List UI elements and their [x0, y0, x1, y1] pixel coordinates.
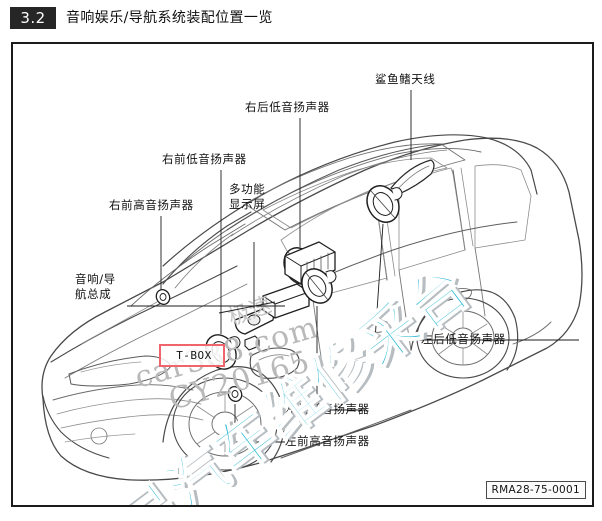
callout-front-right-tweeter: 右前高音扬声器 — [109, 198, 194, 212]
callout-multifunction-display: 多功能 显示屏 — [229, 182, 265, 212]
callout-multifunction-display-line2: 显示屏 — [229, 197, 266, 211]
callout-audio-nav-line1: 音响/导 — [75, 272, 116, 286]
section-number-badge: 3.2 — [10, 7, 56, 29]
callout-t-box-label: T-BOX — [176, 349, 212, 362]
callout-front-right-woofer: 右前低音扬声器 — [162, 152, 247, 166]
figure-code: RMA28-75-0001 — [485, 481, 586, 499]
callout-multifunction-display-line1: 多功能 — [229, 182, 266, 196]
callout-audio-nav-line2: 航总成 — [75, 287, 112, 301]
callout-shark-fin-antenna: 鲨鱼鳍天线 — [375, 72, 436, 86]
page-header: 3.2 音响娱乐/导航系统装配位置一览 — [0, 0, 602, 40]
callout-rear-right-woofer: 右后低音扬声器 — [245, 100, 330, 114]
callout-t-box-highlight: T-BOX — [159, 344, 225, 367]
page-title: 音响娱乐/导航系统装配位置一览 — [66, 10, 273, 26]
callout-front-left-tweeter: 左前高音扬声器 — [285, 434, 370, 448]
callout-audio-nav-head-unit: 音响/导 航总成 — [75, 272, 116, 302]
diagram-frame: 鲨鱼鳍天线 右后低音扬声器 右前低音扬声器 右前高音扬声器 多功能 显示屏 音响… — [11, 42, 594, 507]
